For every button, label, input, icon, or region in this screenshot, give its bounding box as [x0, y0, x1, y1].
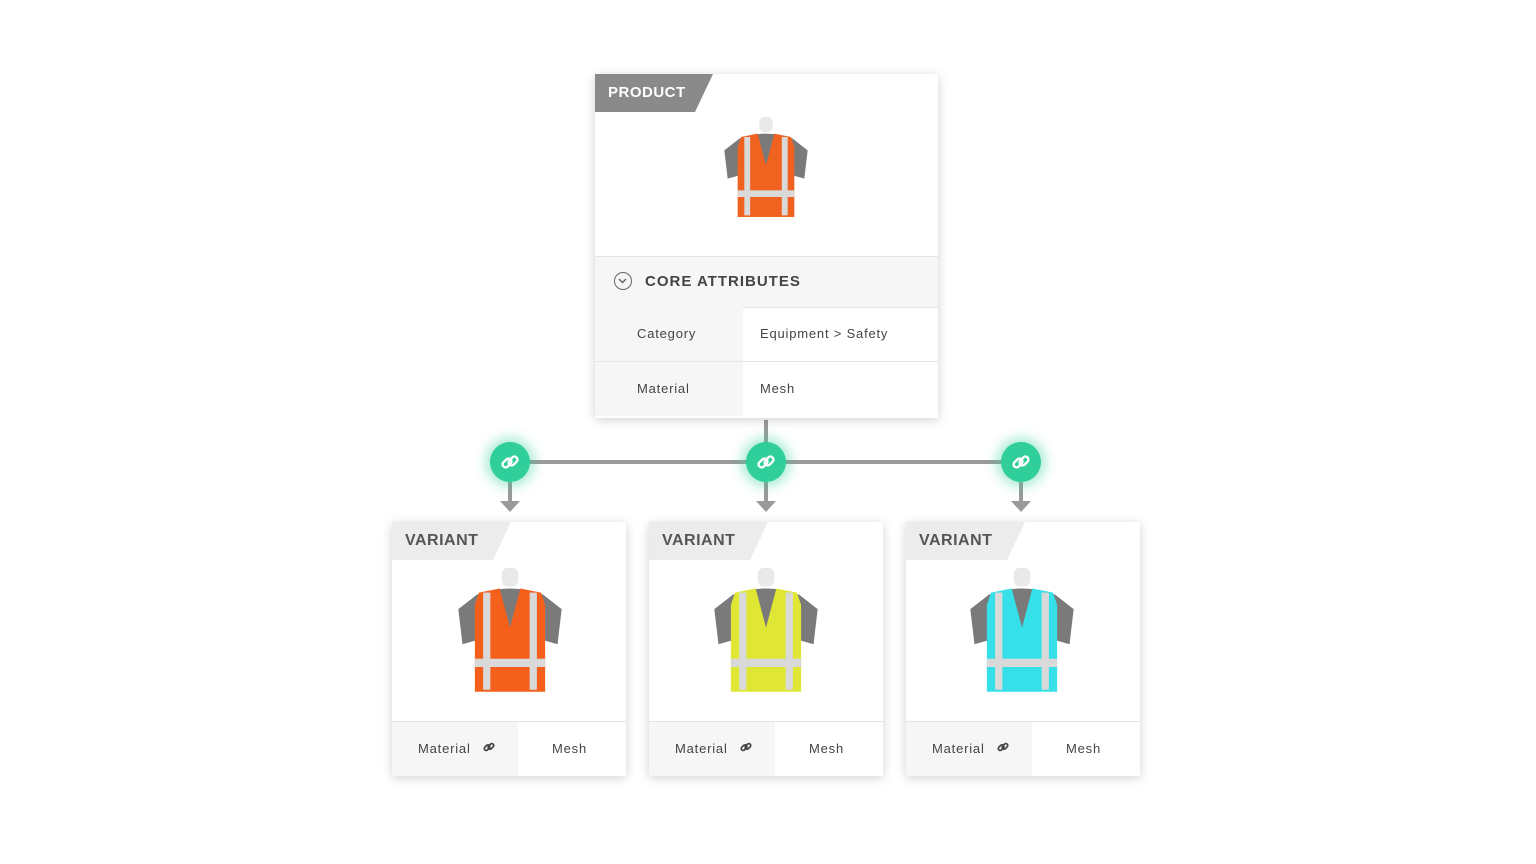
- variant-attribute-label: Material: [675, 741, 728, 756]
- variant-attribute-value: Mesh: [552, 741, 587, 756]
- link-node-3[interactable]: [1001, 442, 1041, 482]
- variant-vest-image: [458, 567, 562, 692]
- variant-tag: VARIANT: [392, 522, 511, 560]
- link-node-1[interactable]: [490, 442, 530, 482]
- product-vest-image: [724, 117, 808, 217]
- variant-attribute-row: Material Mesh: [906, 721, 1140, 776]
- attribute-row-category: Category Equipment > Safety: [595, 307, 938, 362]
- variant-attribute-label: Material: [932, 741, 985, 756]
- core-attributes-title: CORE ATTRIBUTES: [645, 273, 801, 290]
- product-tag: PRODUCT: [595, 74, 713, 112]
- chain-link-icon: [483, 742, 495, 752]
- variant-attribute-value: Mesh: [1066, 741, 1101, 756]
- core-attributes-header[interactable]: CORE ATTRIBUTES: [595, 256, 938, 308]
- chain-link-icon: [1012, 455, 1030, 469]
- variant-tag: VARIANT: [906, 522, 1025, 560]
- attribute-label: Category: [637, 326, 697, 341]
- variant-attribute-row: Material Mesh: [649, 721, 883, 776]
- variant-vest-image: [970, 567, 1074, 692]
- chevron-circle-icon[interactable]: [614, 272, 632, 290]
- variant-attribute-value: Mesh: [809, 741, 844, 756]
- attribute-value: Equipment > Safety: [760, 326, 889, 341]
- chain-link-icon: [757, 455, 775, 469]
- variant-attribute-row: Material Mesh: [392, 721, 626, 776]
- variant-tag: VARIANT: [649, 522, 768, 560]
- link-node-2[interactable]: [746, 442, 786, 482]
- variant-card-2[interactable]: VARIANT Material Mesh: [649, 522, 883, 776]
- chain-link-icon: [501, 455, 519, 469]
- arrow-down-icon: [500, 482, 520, 512]
- attribute-value: Mesh: [760, 381, 795, 396]
- variant-vest-image: [714, 567, 818, 692]
- variant-card-3[interactable]: VARIANT Material Mesh: [906, 522, 1140, 776]
- variant-attribute-label: Material: [418, 741, 471, 756]
- arrow-down-icon: [1011, 482, 1031, 512]
- variant-card-1[interactable]: VARIANT Material Mesh: [392, 522, 626, 776]
- chain-link-icon: [997, 742, 1009, 752]
- arrow-down-icon: [756, 482, 776, 512]
- chain-link-icon: [740, 742, 752, 752]
- attribute-row-material: Material Mesh: [595, 362, 938, 416]
- attribute-label: Material: [637, 381, 690, 396]
- product-card[interactable]: PRODUCT CORE ATTRIBUTES Category Equipme…: [595, 74, 938, 418]
